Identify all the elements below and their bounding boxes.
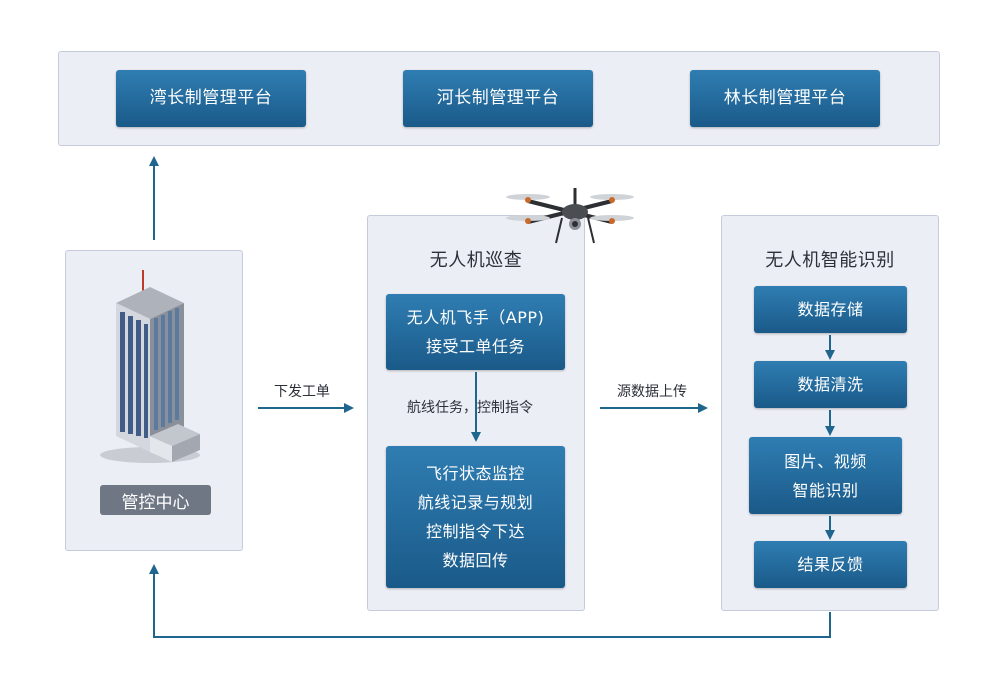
image-video-line: 图片、视频 — [784, 451, 867, 471]
step-data-storage[interactable]: 数据存储 — [754, 286, 907, 333]
issue-order-label: 下发工单 — [274, 384, 330, 400]
step-image-video-recognition[interactable]: 图片、视频 智能识别 — [749, 437, 902, 514]
drone-patrol-title: 无人机巡查 — [429, 250, 523, 271]
smart-recognition-line: 智能识别 — [792, 480, 859, 500]
quadcopter-drone-icon — [506, 188, 634, 244]
control-center-label[interactable]: 管控中心 — [100, 485, 211, 515]
platform-button-bay-chief[interactable]: 湾长制管理平台 — [116, 70, 306, 127]
route-task-label: 航线任务，控制指令 — [407, 400, 533, 416]
platform-button-forest-chief[interactable]: 林长制管理平台 — [690, 70, 880, 127]
step-data-cleaning[interactable]: 数据清洗 — [754, 361, 907, 408]
office-building-icon — [100, 270, 200, 463]
drone-recognition-title: 无人机智能识别 — [765, 250, 895, 271]
data-return-line: 数据回传 — [442, 551, 509, 570]
drone-pilot-line: 无人机飞手（APP) — [406, 308, 545, 327]
arrow-feedback-loop — [149, 564, 831, 638]
flight-status-line: 飞行状态监控 — [425, 464, 525, 483]
upload-data-label: 源数据上传 — [617, 384, 687, 400]
step-result-feedback[interactable]: 结果反馈 — [754, 541, 907, 588]
receive-order-line: 接受工单任务 — [425, 337, 525, 356]
control-command-line: 控制指令下达 — [425, 522, 525, 541]
drone-pilot-task-box[interactable]: 无人机飞手（APP) 接受工单任务 — [386, 294, 565, 370]
flight-control-box[interactable]: 飞行状态监控 航线记录与规划 控制指令下达 数据回传 — [386, 446, 565, 588]
platform-button-river-chief[interactable]: 河长制管理平台 — [403, 70, 593, 127]
route-record-line: 航线记录与规划 — [417, 493, 534, 512]
